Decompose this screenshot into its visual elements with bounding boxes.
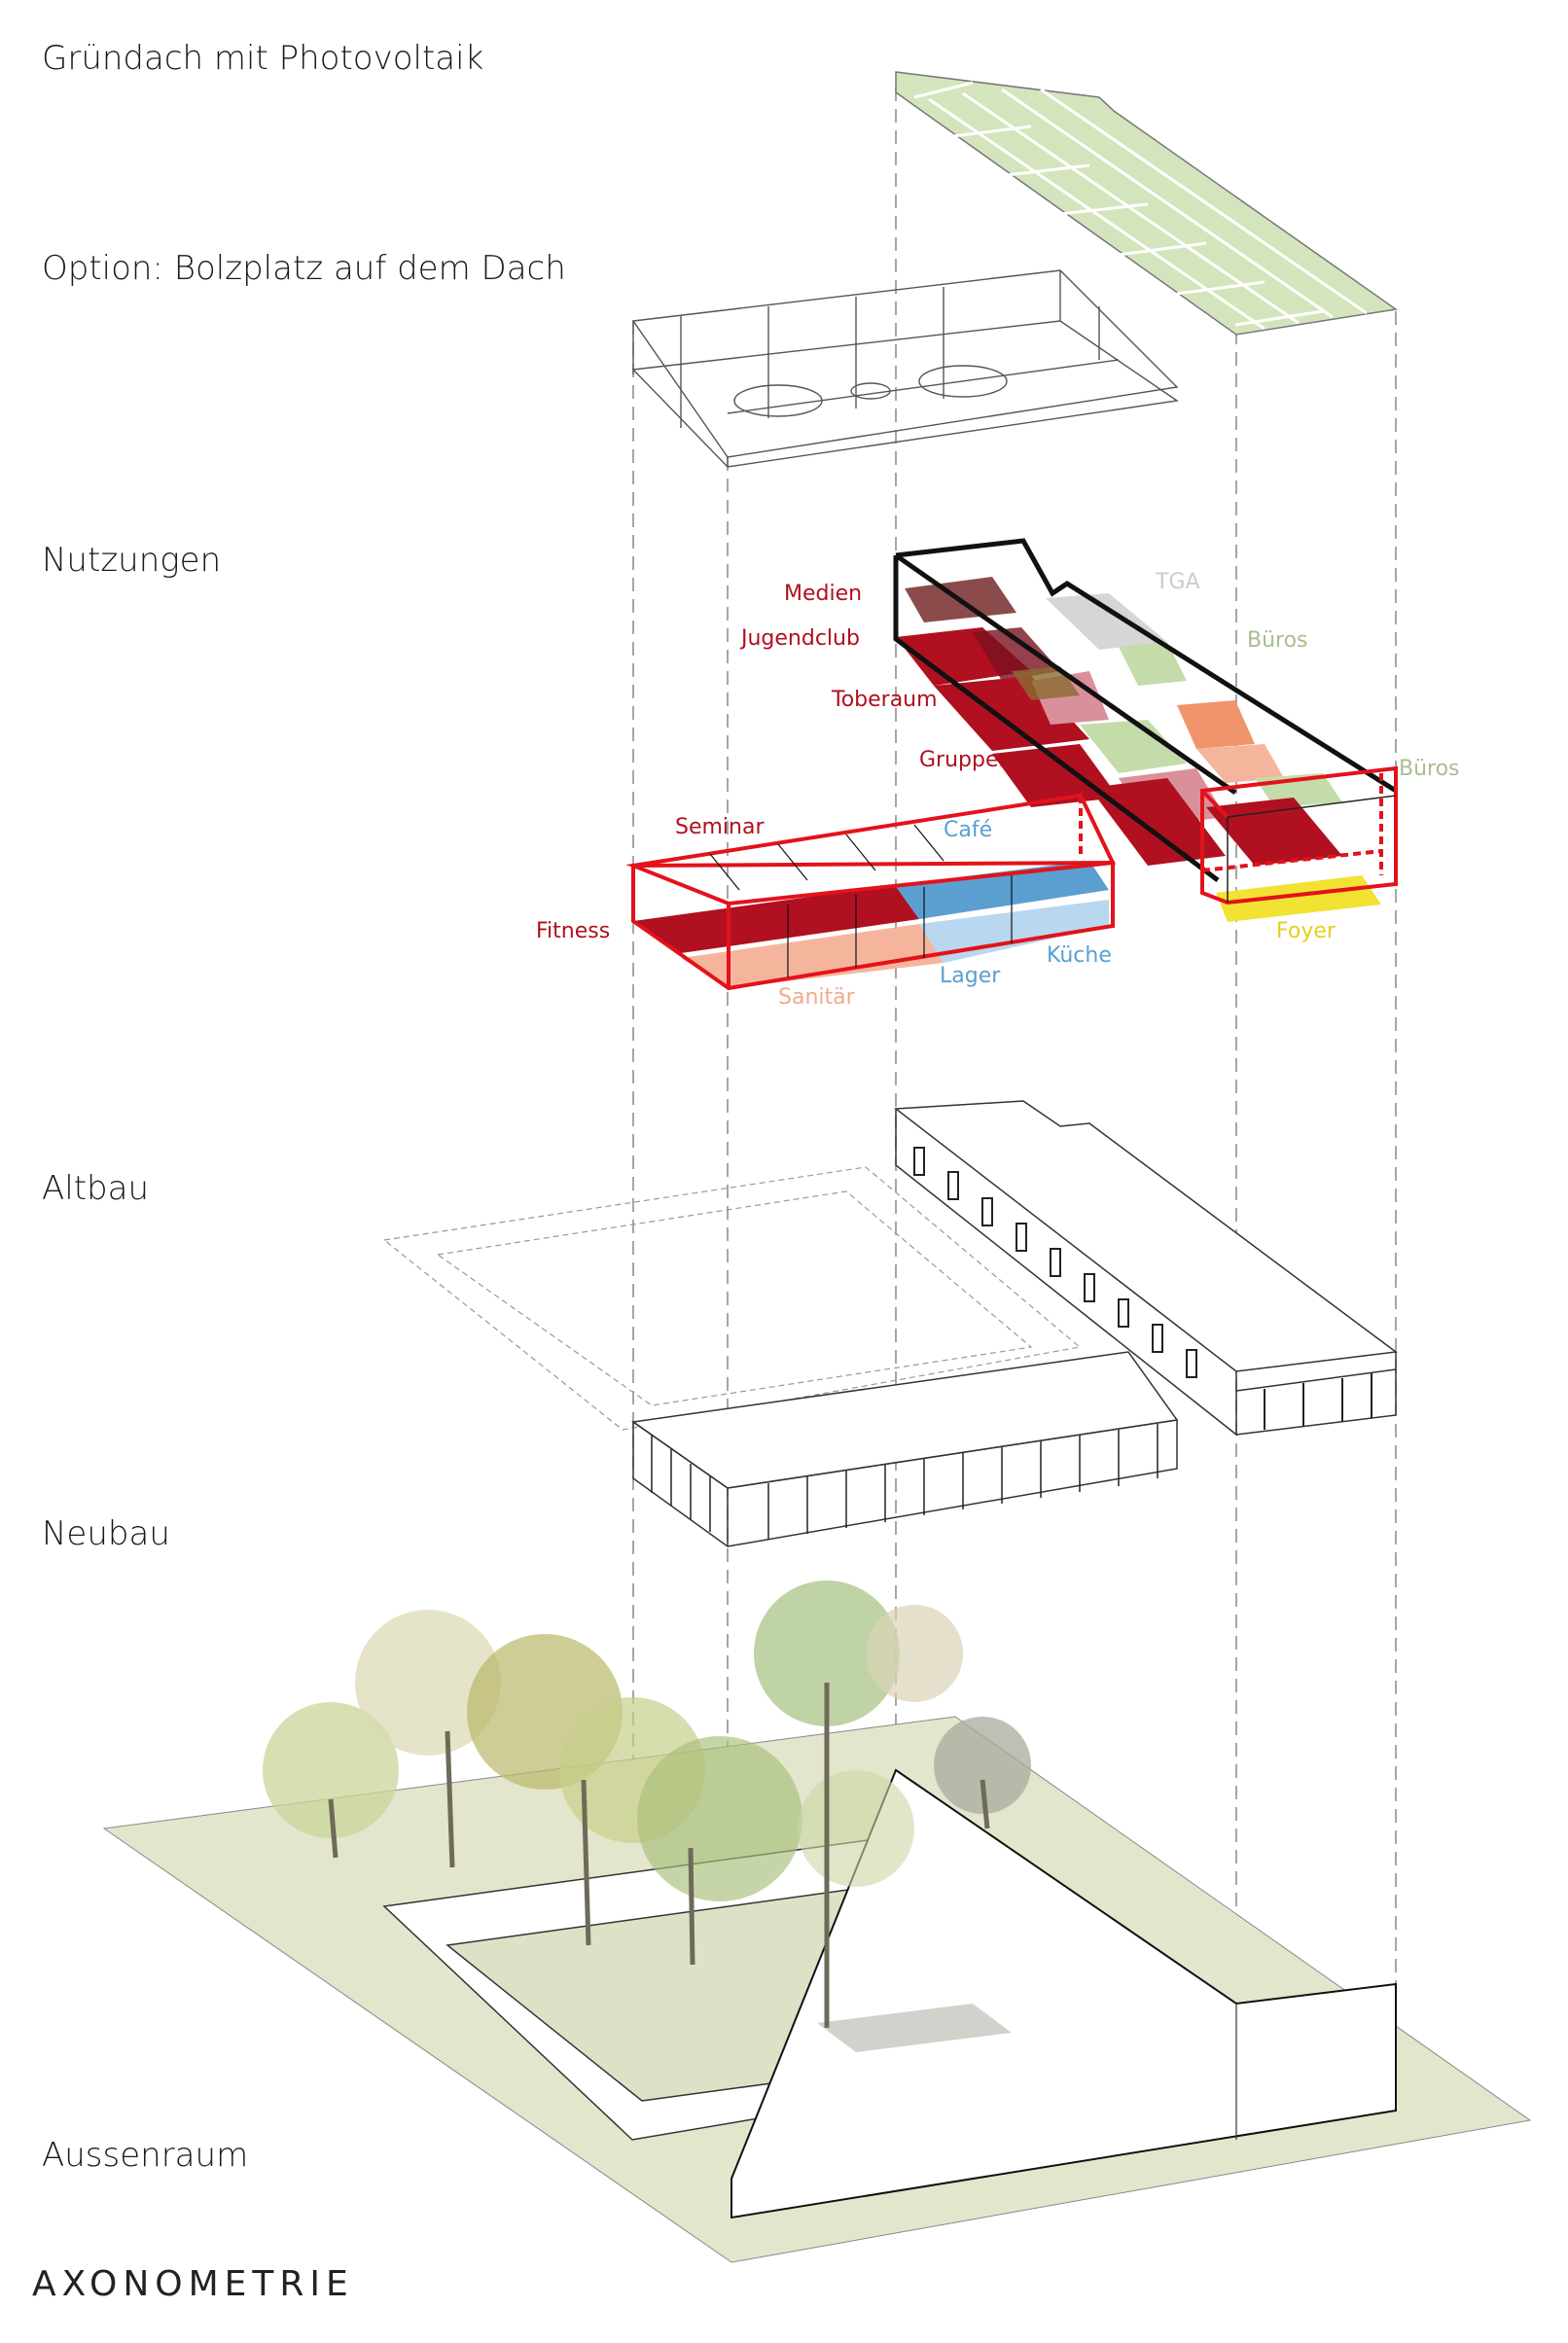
old-building-wireframe <box>893 1100 1398 1437</box>
layer-label-green-roof: Gründach mit Photovoltaik <box>42 39 484 78</box>
label-jugendclub: Jugendclub <box>739 626 860 651</box>
label-seminar: Seminar <box>675 815 765 839</box>
label-medien: Medien <box>784 582 862 606</box>
layer-label-old-building: Altbau <box>42 1169 150 1208</box>
label-bueros-1: Büros <box>1247 628 1308 653</box>
label-toberaum: Toberaum <box>831 688 938 712</box>
label-lager: Lager <box>940 964 1001 988</box>
layer-label-uses: Nutzungen <box>42 541 222 580</box>
label-cafe: Café <box>944 818 992 842</box>
roof-football-pitch <box>631 269 1179 468</box>
layer-label-new-building: Neubau <box>42 1514 170 1553</box>
label-bueros-2: Büros <box>1399 757 1460 781</box>
uses-new-wing <box>625 793 1117 991</box>
ghost-outline <box>382 1166 1082 1431</box>
use-labels: Medien Jugendclub Toberaum Gruppen TGA B… <box>536 570 1460 1010</box>
trees <box>263 1580 1031 2028</box>
drawing-title: AXONOMETRIE <box>32 2264 354 2304</box>
layer-label-outdoor: Aussenraum <box>42 2136 249 2175</box>
label-tga: TGA <box>1155 570 1200 594</box>
label-foyer: Foyer <box>1276 919 1336 943</box>
label-kueche: Küche <box>1047 943 1112 968</box>
label-gruppen: Gruppen <box>919 748 1012 772</box>
uses-old-wing <box>893 538 1398 883</box>
label-fitness: Fitness <box>536 919 610 943</box>
outdoor-site <box>102 1716 1532 2263</box>
new-building-wireframe <box>631 1351 1179 1547</box>
layer-label-football-pitch: Option: Bolzplatz auf dem Dach <box>42 249 566 288</box>
uses-entrance-box <box>1200 765 1398 922</box>
green-roof-pv <box>895 71 1398 336</box>
label-sanitaer: Sanitär <box>778 985 856 1010</box>
